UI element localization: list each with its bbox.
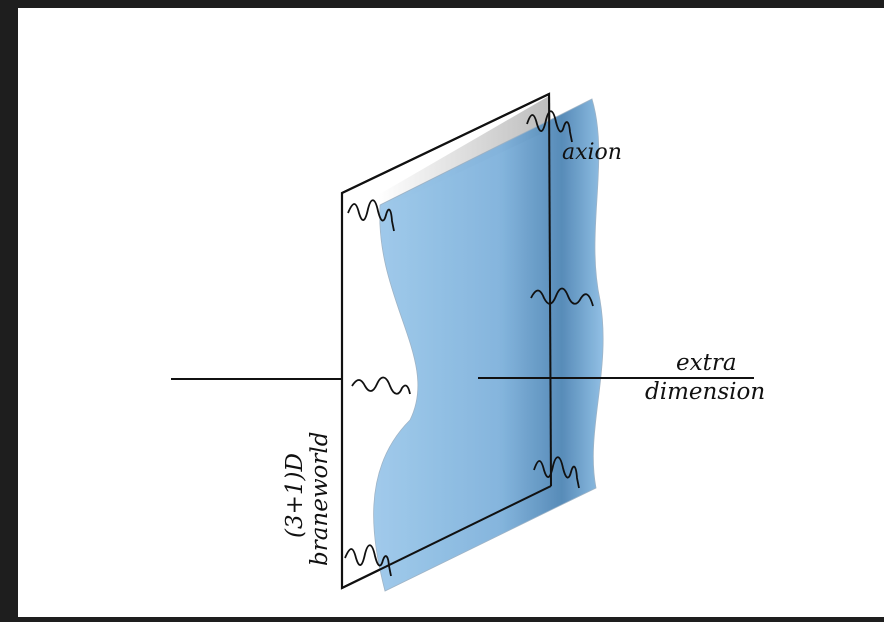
axion-label: axion xyxy=(562,140,622,165)
axion-wave-bottom-left xyxy=(344,544,392,577)
axion-wave-top-right xyxy=(526,110,573,143)
axion-wave-middle-right xyxy=(530,287,594,307)
braneworld-top-shade xyxy=(378,96,549,210)
extra-dimension-label-line2: dimension xyxy=(645,379,765,405)
braneworld-label-line2: braneworld xyxy=(307,432,333,566)
braneworld-diagram: axion extra dimension (3+1)D braneworld xyxy=(171,92,765,592)
axion-wave-top-left xyxy=(347,199,395,232)
extra-dimension-label-line1: extra xyxy=(676,350,737,376)
braneworld-bottom-edge xyxy=(341,485,552,589)
axion-wave-bottom-right xyxy=(533,456,580,489)
braneworld-right-edge xyxy=(548,93,552,487)
braneworld-top-edge xyxy=(341,93,550,194)
diagram-canvas: axion extra dimension (3+1)D braneworld xyxy=(18,8,884,617)
braneworld-label-line1: (3+1)D xyxy=(282,453,308,538)
axion-wave-middle-left xyxy=(351,376,411,395)
axion-bulk-sheet xyxy=(373,98,604,592)
